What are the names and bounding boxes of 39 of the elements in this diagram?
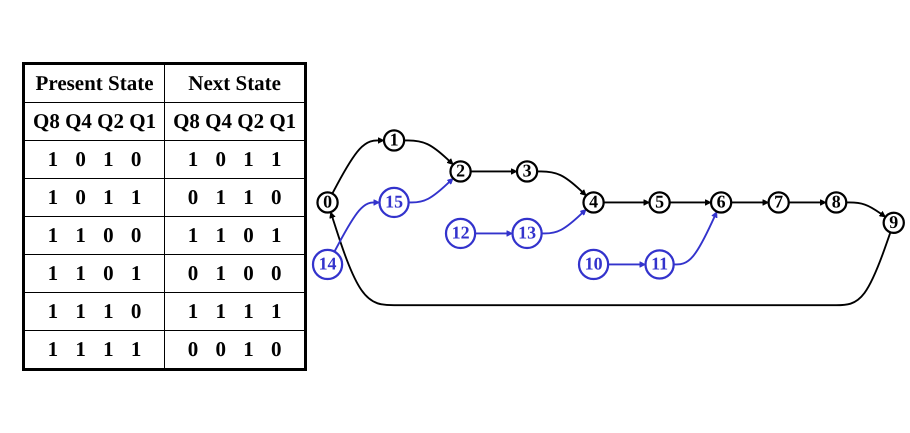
bit-header: Q8 Q4 Q2 Q1 [24, 102, 165, 140]
node-circle: 0 [316, 192, 339, 214]
column-header: Present State [24, 64, 165, 102]
node-circle: 8 [825, 192, 848, 214]
arrow [475, 230, 513, 238]
table-cell: 1 0 1 1 [24, 178, 165, 216]
node-circle: 5 [648, 192, 671, 214]
arrow [788, 200, 827, 206]
node-circle: 1 [383, 130, 406, 152]
arrow [846, 202, 886, 218]
arrow [674, 212, 718, 266]
arrow [408, 178, 454, 204]
node-circle: 6 [710, 192, 733, 214]
arrow [542, 209, 587, 235]
table-cell: 1 1 0 1 [24, 254, 165, 292]
node-circle: 2 [450, 160, 472, 184]
arrow [731, 200, 770, 206]
node-circle: 11 [644, 250, 675, 280]
node-circle: 13 [512, 218, 543, 250]
arrow [670, 200, 712, 206]
node-circle: 4 [582, 192, 605, 214]
arrow [334, 200, 380, 252]
table-cell: 1 1 0 0 [24, 216, 165, 254]
node-circle: 3 [516, 160, 538, 184]
arrow [330, 212, 892, 307]
node-circle: 14 [312, 249, 344, 281]
node-circle: 9 [882, 212, 906, 234]
arrow [608, 262, 646, 268]
arrow [404, 140, 454, 166]
arrow [332, 138, 384, 194]
node-circle: 15 [378, 187, 410, 219]
arrow [604, 200, 650, 206]
table-cell: 1 1 1 0 [24, 292, 165, 330]
node-circle: 10 [578, 249, 610, 281]
arrow [470, 168, 518, 176]
node-circle: 12 [445, 218, 476, 250]
table-cell: 1 0 1 0 [24, 140, 165, 178]
node-circle: 7 [768, 192, 790, 214]
arrow [537, 170, 587, 196]
